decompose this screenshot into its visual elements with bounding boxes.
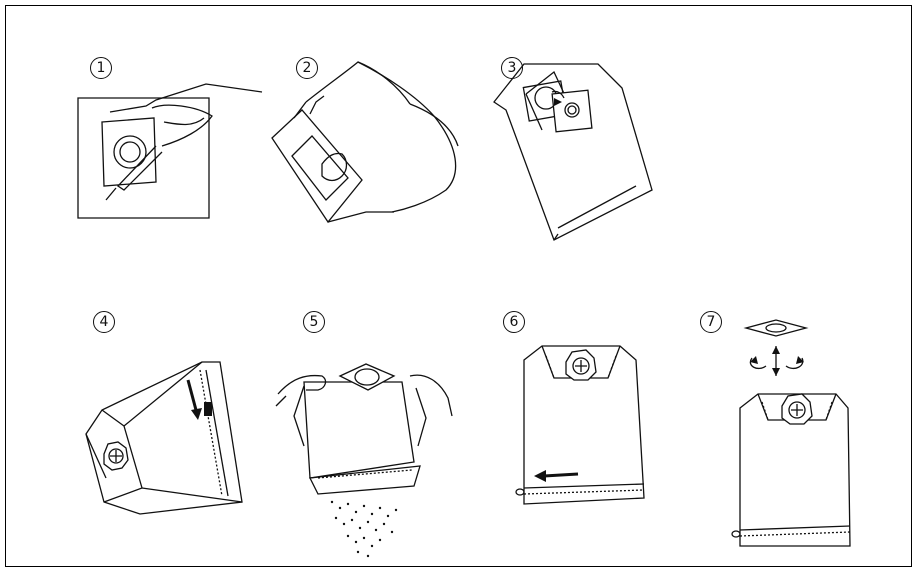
step-7-replace-seal-illustration [6,6,906,566]
seal-plate-icon [746,320,806,336]
instruction-diagram: 1 2 3 [5,5,912,567]
